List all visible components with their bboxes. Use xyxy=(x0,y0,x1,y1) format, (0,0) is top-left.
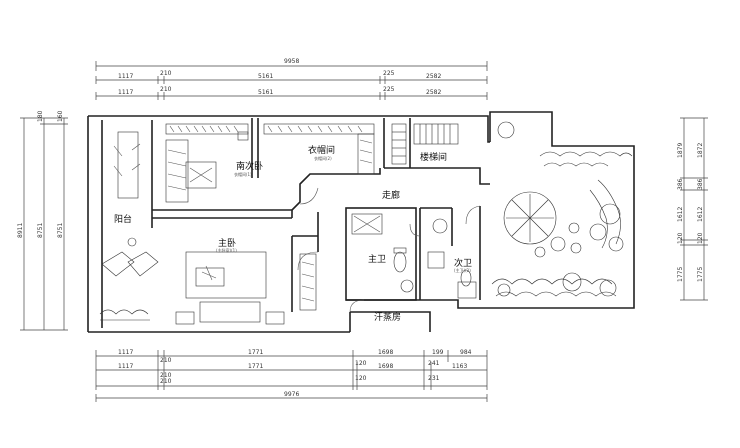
right-dim-8: 120 xyxy=(697,232,704,244)
right-dim-9: 1775 xyxy=(677,267,684,282)
left-dimensions: 8911 8751 8751 180 160 xyxy=(17,110,68,331)
room-note-master-bedroom: (主卧室)(1) xyxy=(216,247,237,253)
bottom-dim-2-e: 1698 xyxy=(378,363,393,370)
top-dimensions: 9958 1117 210 5161 225 2582 1117 210 516… xyxy=(95,58,488,100)
left-dim-5: 160 xyxy=(57,110,64,122)
top-dim-1-b: 210 xyxy=(160,70,172,77)
right-dim-5: 1612 xyxy=(677,207,684,222)
top-dim-2-b: 210 xyxy=(160,86,172,93)
left-dim-2: 8751 xyxy=(37,223,44,238)
right-dimensions: 1879 1872 386 386 1612 1612 120 120 1775… xyxy=(677,117,708,301)
top-dim-1-c: 5161 xyxy=(258,73,273,80)
room-label-second-bath: 次卫 xyxy=(454,257,472,269)
umbrella-table-icon xyxy=(503,191,582,258)
staircase xyxy=(391,123,459,165)
bed-icon xyxy=(175,131,285,325)
doors xyxy=(297,187,481,313)
top-dim-1-d: 225 xyxy=(383,70,395,77)
top-dim-2-a: 1117 xyxy=(118,89,133,96)
bottom-dim-2-c: 1771 xyxy=(248,363,263,370)
bottom-dim-1-f: 984 xyxy=(460,349,472,356)
lounge-chair-icon xyxy=(99,131,159,321)
right-dim-6: 1612 xyxy=(697,207,704,222)
room-label-stair-room: 楼梯间 xyxy=(420,151,447,163)
room-label-corridor: 走廊 xyxy=(382,189,400,201)
top-dim-2-c: 5161 xyxy=(258,89,273,96)
bottom-dim-1-e: 199 xyxy=(432,349,444,356)
room-label-master-bedroom: 主卧 xyxy=(218,237,236,249)
room-label-balcony: 阳台 xyxy=(114,213,132,225)
bottom-dim-1-b: 210 xyxy=(160,357,172,364)
wardrobe-icon xyxy=(165,123,375,311)
room-note-cloakroom: 衣帽间(2) xyxy=(314,155,332,161)
room-note-second-bath: (主卫)(2) xyxy=(454,267,471,273)
walls xyxy=(87,111,635,333)
shower-icon xyxy=(351,213,477,299)
room-label-cloakroom: 衣帽间 xyxy=(308,144,335,156)
bottom-dim-2-b: 210 xyxy=(160,372,172,379)
bottom-dim-2-f: 241 xyxy=(428,360,440,367)
room-note-south-bedroom: 衣帽间(1) xyxy=(234,171,252,177)
bottom-dim-3-a: 210 xyxy=(160,378,172,385)
right-dim-2: 1872 xyxy=(697,143,704,158)
top-total-dim: 9958 xyxy=(284,58,299,65)
top-dim-1-a: 1117 xyxy=(118,73,133,80)
bottom-total-dim: 9976 xyxy=(284,391,299,398)
bottom-dim-2-d: 120 xyxy=(355,360,367,367)
top-dim-2-d: 225 xyxy=(383,86,395,93)
bottom-dim-1-a: 1117 xyxy=(118,349,133,356)
room-label-sauna: 汗蒸房 xyxy=(374,311,401,323)
right-dim-7: 120 xyxy=(677,232,684,244)
plant-icon xyxy=(491,121,633,297)
left-dim-4: 180 xyxy=(37,110,44,122)
right-dim-10: 1775 xyxy=(697,267,704,282)
sink-icon xyxy=(400,218,448,293)
top-dim-2-e: 2582 xyxy=(426,89,441,96)
right-dim-3: 386 xyxy=(677,178,684,190)
bottom-dim-3-b: 120 xyxy=(355,375,367,382)
bottom-dim-1-d: 1698 xyxy=(378,349,393,356)
right-dim-1: 1879 xyxy=(677,143,684,158)
bottom-dimensions: 1117 210 1771 1698 199 984 1117 210 1771… xyxy=(95,349,488,402)
bottom-dim-3-c: 231 xyxy=(428,375,440,382)
bottom-dim-2-g: 1163 xyxy=(452,363,467,370)
left-dim-3: 8751 xyxy=(57,223,64,238)
bottom-dim-2-a: 1117 xyxy=(118,363,133,370)
toilet-icon xyxy=(393,247,472,287)
bottom-dim-1-c: 1771 xyxy=(248,349,263,356)
left-dim-total: 8911 xyxy=(17,223,24,238)
room-label-south-bedroom: 南次卧 xyxy=(236,160,263,172)
top-dim-1-e: 2582 xyxy=(426,73,441,80)
room-labels: 南次卧 衣帽间(1) 衣帽间 衣帽间(2) 楼梯间 走廊 阳台 主卧 (主卧室)… xyxy=(114,144,472,323)
room-label-master-bath: 主卫 xyxy=(368,253,386,265)
right-dim-4: 386 xyxy=(697,178,704,190)
